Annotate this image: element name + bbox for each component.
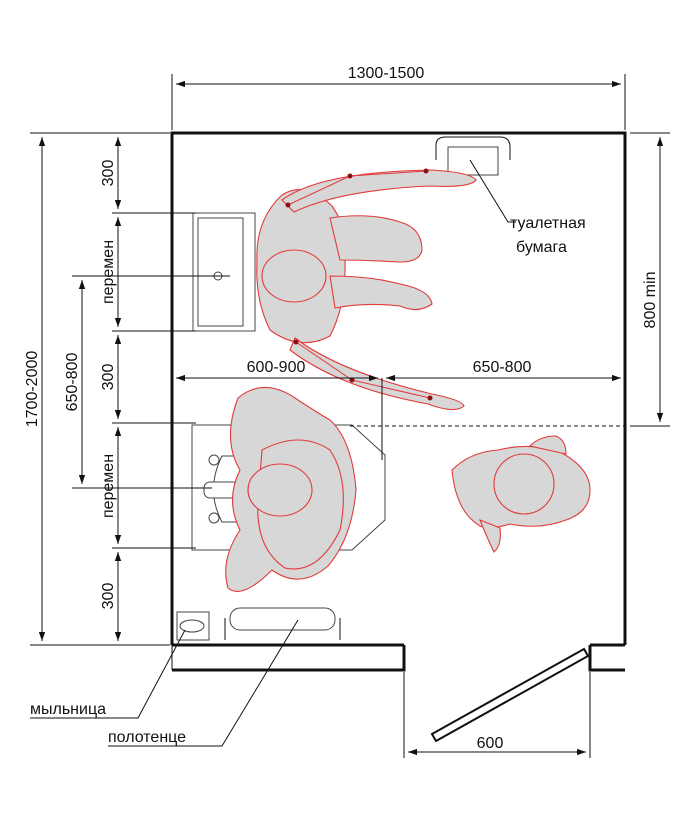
toilet-paper-holder (435, 136, 511, 176)
sink (192, 212, 256, 332)
leader-lines (30, 159, 516, 747)
label-toilet-paper-2: бумага (516, 239, 567, 256)
dim-door-width: 600 (477, 735, 504, 752)
label-toilet-paper-1: туалетная (510, 215, 586, 232)
dim-seg-top: 300 (100, 160, 117, 187)
towel-rail (224, 607, 341, 640)
dim-left-height: 1700-2000 (24, 351, 41, 428)
person-standing (451, 435, 591, 553)
dim-mid-right: 650-800 (473, 359, 532, 376)
dim-right-clear: 800 min (642, 272, 659, 329)
label-towel: полотенце (108, 729, 186, 746)
dim-seg-middle: 300 (100, 364, 117, 391)
dim-seg-variable-1: перемен (100, 240, 117, 304)
dim-left-inner: 650-800 (64, 353, 81, 412)
dimension-lines (38, 80, 664, 756)
dim-mid-left: 600-900 (247, 359, 306, 376)
label-soap-dish: мыльница (30, 701, 106, 718)
dim-seg-variable-2: перемен (100, 454, 117, 518)
dim-top-width: 1300-1500 (348, 65, 425, 82)
room-walls (170, 131, 627, 672)
person-at-sink (256, 168, 477, 411)
extension-lines (30, 74, 670, 758)
person-on-toilet (225, 386, 357, 592)
dim-seg-bottom: 300 (100, 583, 117, 610)
door-leaf (430, 647, 590, 743)
